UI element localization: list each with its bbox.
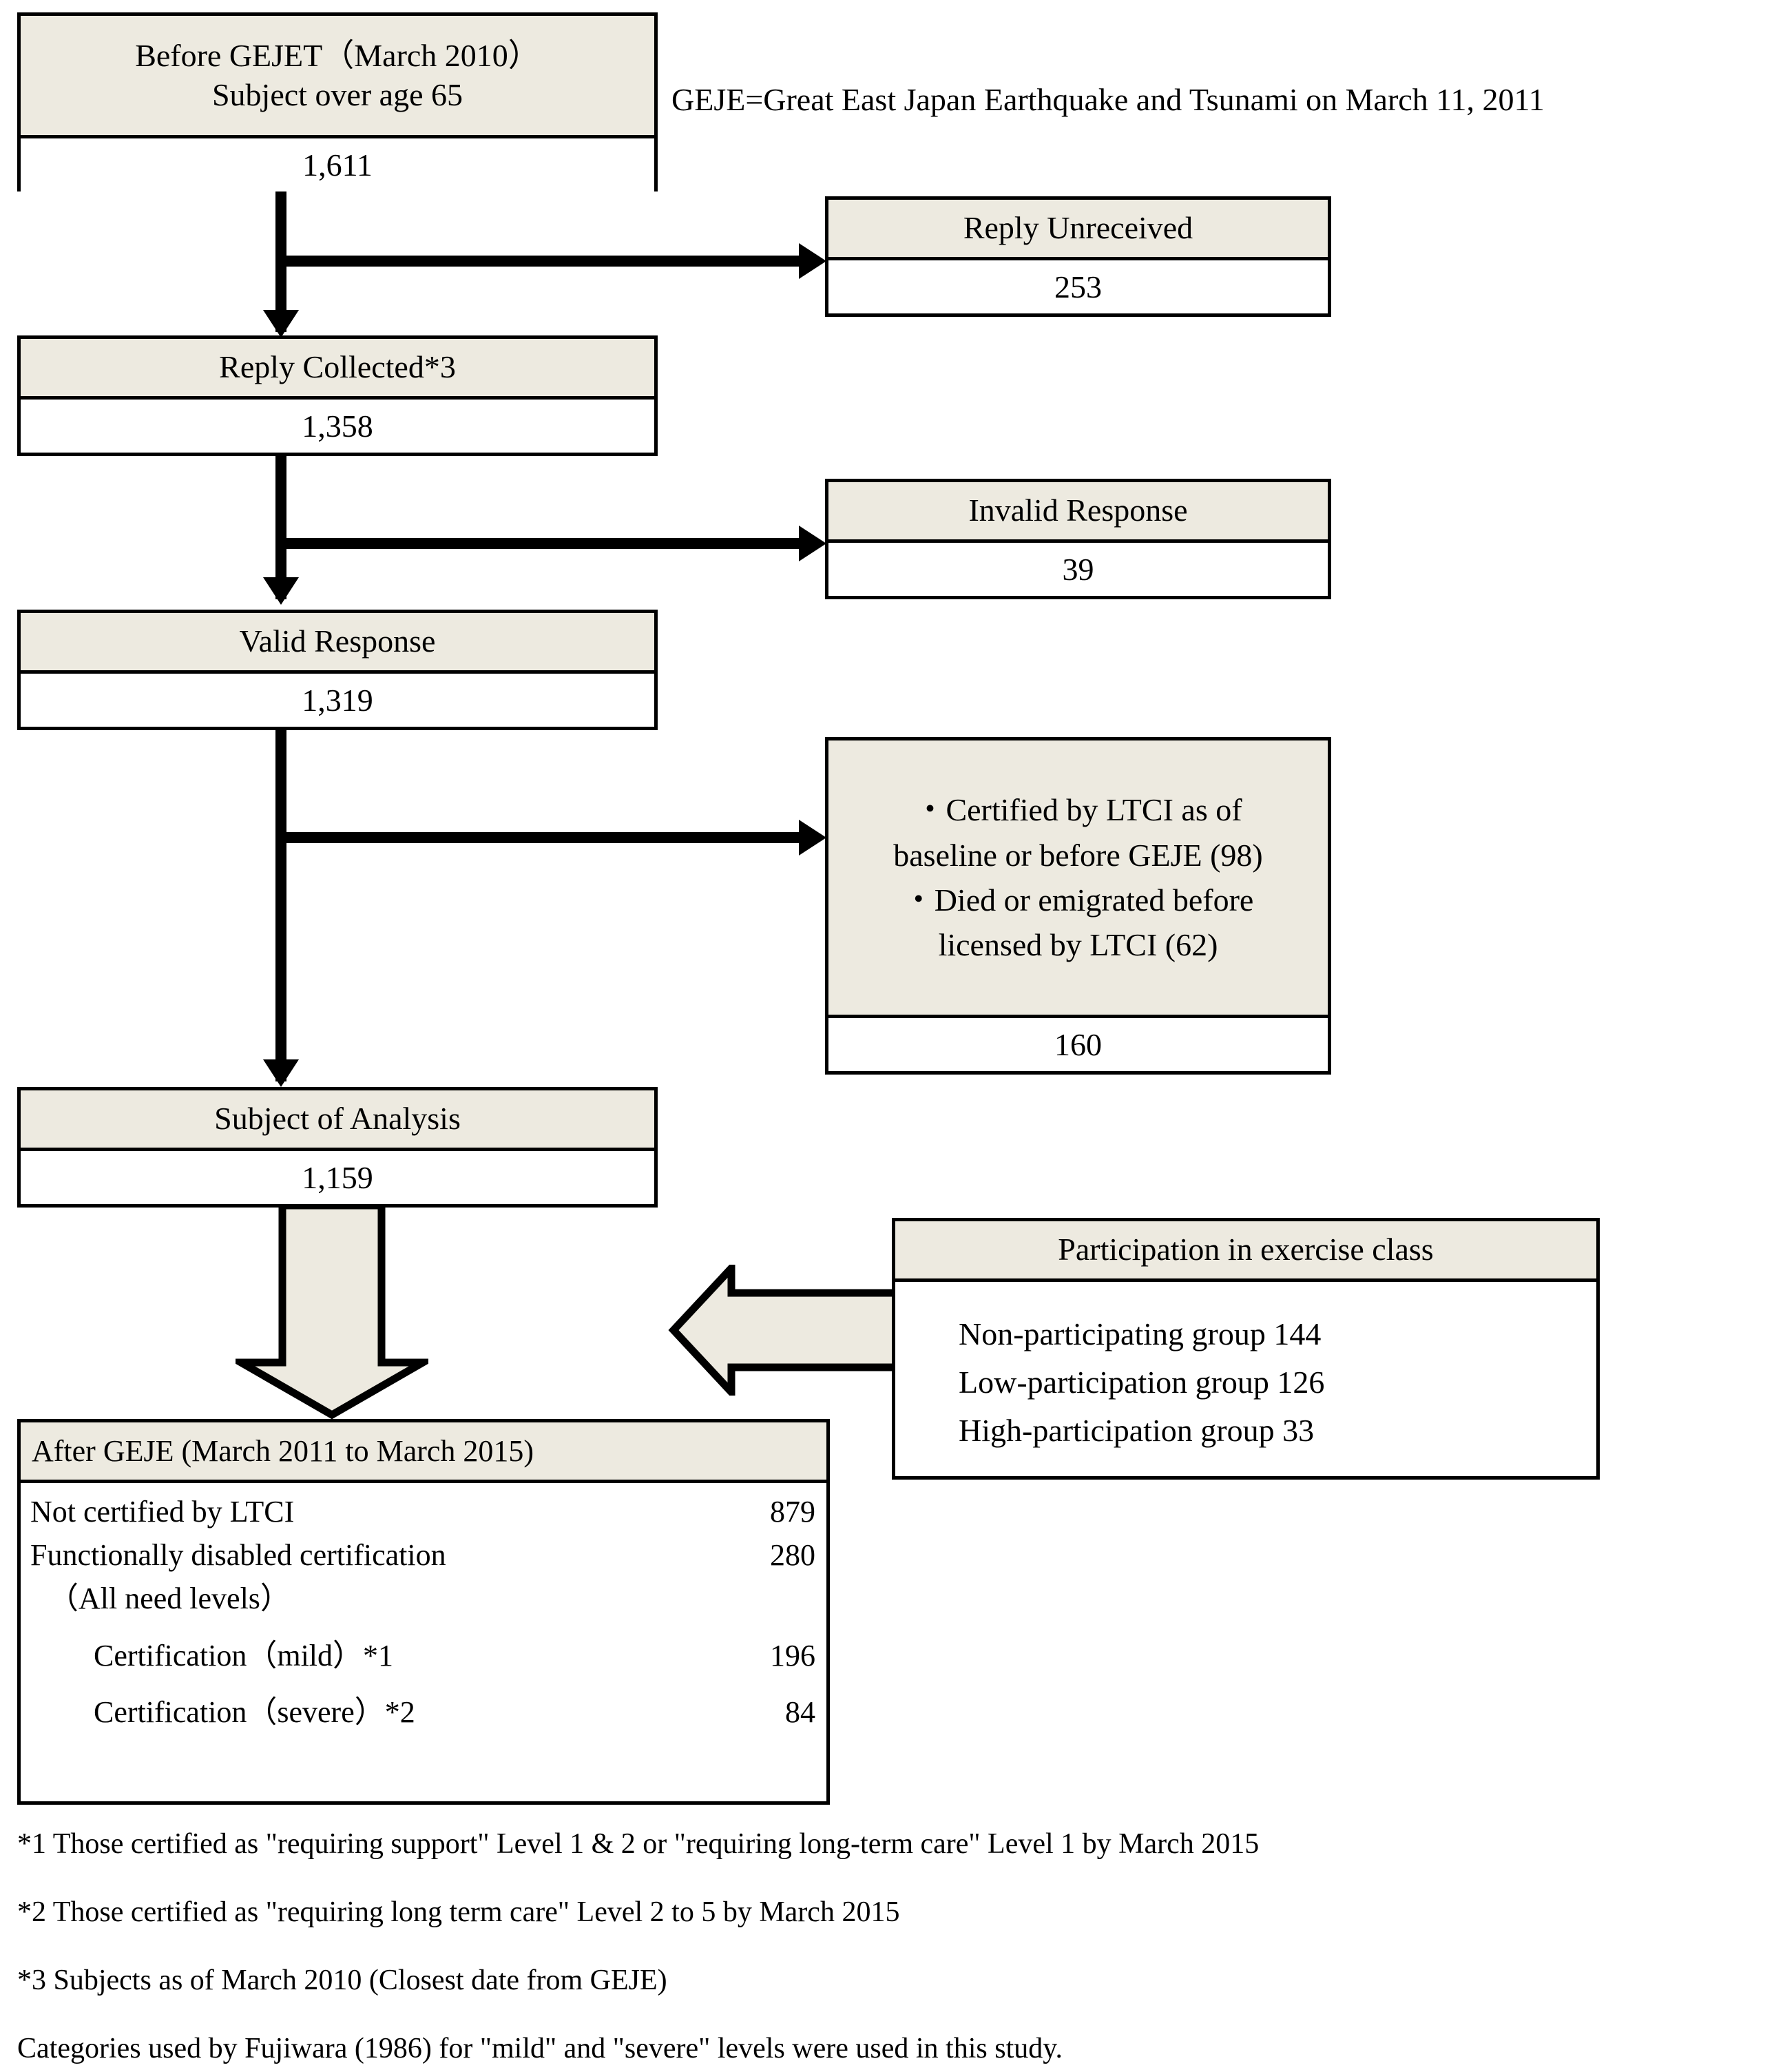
connector-collected-branch-right xyxy=(281,538,811,549)
node-exercise-class-header: Participation in exercise class xyxy=(895,1221,1596,1282)
connector-valid-arrowhead xyxy=(263,1059,299,1087)
node-after-geje-table: After GEJE (March 2011 to March 2015) No… xyxy=(17,1419,830,1805)
connector-valid-branch-right xyxy=(281,832,811,843)
after-geje-row-label: Certification（mild）*1 xyxy=(94,1638,394,1672)
list-item: Low-participation group 126 xyxy=(959,1365,1325,1400)
excluded-bullet2-line1: ・Died or emigrated before xyxy=(902,882,1254,918)
node-before-gejet-title-line2: Subject over age 65 xyxy=(211,76,463,112)
list-item: High-participation group 33 xyxy=(959,1412,1315,1448)
connector-collected-arrowhead xyxy=(263,577,299,605)
connector-reply-unreceived-arrowhead xyxy=(799,243,826,279)
after-geje-rows: Not certified by LTCI 879 Functionally d… xyxy=(21,1483,826,1801)
connector-valid-vertical xyxy=(275,730,286,1081)
table-row: Certification（mild）*1 196 xyxy=(21,1621,826,1677)
node-before-gejet-title-line1: Before GEJET（March 2010） xyxy=(135,38,540,74)
node-reply-unreceived-header: Reply Unreceived xyxy=(828,200,1328,260)
node-invalid-response: Invalid Response 39 xyxy=(825,479,1331,599)
node-reply-unreceived-value: 253 xyxy=(828,260,1328,313)
node-before-gejet: Before GEJET（March 2010） Subject over ag… xyxy=(17,12,658,191)
after-geje-row-label: （All need levels） xyxy=(48,1582,291,1616)
footnote-1: *1 Those certified as "requiring support… xyxy=(17,1828,1260,1860)
node-invalid-response-header: Invalid Response xyxy=(828,482,1328,543)
node-excluded-ltci-value: 160 xyxy=(828,1018,1328,1071)
node-exercise-class-body: Non-participating group 144 Low-particip… xyxy=(895,1282,1596,1476)
list-item: Non-participating group 144 xyxy=(959,1316,1322,1352)
connector-collected-vertical xyxy=(275,456,286,599)
node-before-gejet-value: 1,611 xyxy=(21,138,654,191)
node-valid-response-value: 1,319 xyxy=(21,674,654,727)
node-subject-of-analysis-value: 1,159 xyxy=(21,1151,654,1204)
block-arrow-down-icon xyxy=(236,1205,428,1419)
after-geje-row-label: Not certified by LTCI xyxy=(30,1495,295,1529)
connector-baseline-branch-right xyxy=(281,256,811,267)
node-subject-of-analysis: Subject of Analysis 1,159 xyxy=(17,1087,658,1208)
excluded-bullet1-line1: ・Certified by LTCI as of xyxy=(914,792,1242,828)
node-reply-collected-header: Reply Collected*3 xyxy=(21,339,654,400)
table-row: Certification（severe）*2 84 xyxy=(21,1677,826,1734)
footnote-2: *2 Those certified as "requiring long te… xyxy=(17,1896,900,1928)
node-valid-response-header: Valid Response xyxy=(21,613,654,674)
geje-definition-caption: GEJE=Great East Japan Earthquake and Tsu… xyxy=(671,82,1545,117)
node-reply-collected: Reply Collected*3 1,358 xyxy=(17,335,658,456)
after-geje-row-value: 196 xyxy=(770,1638,815,1672)
table-row: Not certified by LTCI 879 xyxy=(21,1490,826,1533)
after-geje-row-label: Functionally disabled certification xyxy=(30,1538,446,1573)
node-reply-collected-value: 1,358 xyxy=(21,400,654,453)
table-row: Functionally disabled certification 280 xyxy=(21,1533,826,1577)
connector-excluded-arrowhead xyxy=(799,820,826,856)
node-excluded-ltci-header: ・Certified by LTCI as of baseline or bef… xyxy=(828,740,1328,1018)
after-geje-row-label: Certification（severe）*2 xyxy=(94,1695,415,1729)
block-arrow-left-icon xyxy=(668,1265,902,1396)
table-row: （All need levels） xyxy=(21,1577,826,1620)
excluded-bullet1-line2: baseline or before GEJE (98) xyxy=(893,837,1263,873)
node-reply-unreceived: Reply Unreceived 253 xyxy=(825,196,1331,317)
after-geje-row-value: 280 xyxy=(770,1538,815,1573)
node-excluded-ltci: ・Certified by LTCI as of baseline or bef… xyxy=(825,737,1331,1075)
connector-invalid-response-arrowhead xyxy=(799,526,826,561)
node-before-gejet-header: Before GEJET（March 2010） Subject over ag… xyxy=(21,16,654,138)
node-after-geje-header: After GEJE (March 2011 to March 2015) xyxy=(21,1422,826,1483)
after-geje-row-value: 84 xyxy=(785,1695,815,1729)
after-geje-row-value: 879 xyxy=(770,1495,815,1529)
exercise-class-group-list: Non-participating group 144 Low-particip… xyxy=(895,1289,1596,1476)
footnote-source: Categories used by Fujiwara (1986) for "… xyxy=(17,2033,1063,2064)
node-valid-response: Valid Response 1,319 xyxy=(17,610,658,730)
node-invalid-response-value: 39 xyxy=(828,543,1328,596)
excluded-bullet2-line2: licensed by LTCI (62) xyxy=(938,927,1218,963)
footnote-3: *3 Subjects as of March 2010 (Closest da… xyxy=(17,1965,667,1996)
node-exercise-class: Participation in exercise class Non-part… xyxy=(892,1218,1600,1480)
connector-baseline-arrowhead xyxy=(263,310,299,338)
node-subject-of-analysis-header: Subject of Analysis xyxy=(21,1090,654,1151)
